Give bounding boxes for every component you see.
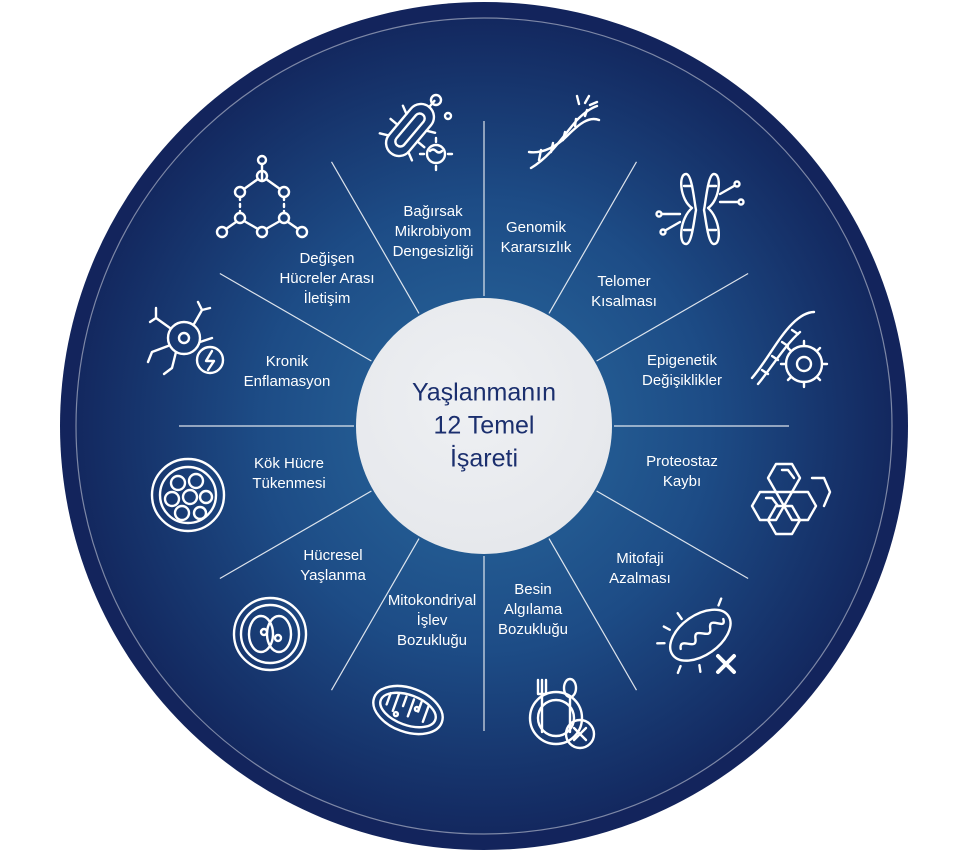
segment-label: Hücresel Yaşlanma: [300, 547, 366, 584]
divider-line: [219, 490, 372, 580]
center-circle: [356, 298, 612, 554]
inner-ring-line: [75, 17, 893, 835]
segment-label: Besin Algılama Bozukluğu: [497, 581, 569, 638]
segment-label: Epigenetik Değişiklikler: [641, 352, 723, 389]
divider-line: [548, 161, 638, 314]
mitochondria-cross-icon: [656, 597, 736, 675]
segment-label: Telomer Kısalması: [591, 273, 657, 310]
divider-line: [330, 161, 420, 314]
food-cross-icon: [528, 677, 596, 750]
divider-line: [548, 538, 638, 691]
segment-label: Mitokondriyal İşlev Bozukluğu: [387, 592, 477, 649]
segment-label: Mitofaji Azalması: [609, 550, 671, 587]
stem-cells-icon: [150, 457, 226, 533]
mitochondria-icon: [372, 684, 444, 736]
chromosome-icon: [655, 172, 745, 246]
segment-label: Değişen Hücreler Arası İletişim: [279, 250, 375, 307]
center-title: Yaşlanmanın 12 Temel İşareti: [411, 378, 557, 473]
divider-line: [219, 272, 372, 362]
bacteria-icon: [378, 93, 454, 172]
segment-label: Kronik Enflamasyon: [243, 353, 331, 390]
segment-label: Genomik Kararsızlık: [500, 219, 572, 256]
divider-line: [596, 490, 749, 580]
dna-icon: [527, 94, 601, 170]
divider-line: [330, 538, 420, 691]
neuron-lightning-icon: [146, 300, 225, 376]
segment-label: Kök Hücre Tükenmesi: [252, 455, 326, 492]
segment-label: Proteostaz Kaybı: [646, 453, 718, 490]
honeycomb-icon: [750, 462, 832, 536]
segment-icons: [146, 93, 832, 750]
cell-icon: [232, 596, 308, 672]
segment-label: Bağırsak Mikrobiyom Dengesizliği: [392, 203, 474, 260]
dna-gear-icon: [750, 310, 829, 389]
divider-line: [596, 272, 749, 362]
divider-lines: [179, 121, 789, 731]
molecule-network-icon: [215, 154, 309, 239]
